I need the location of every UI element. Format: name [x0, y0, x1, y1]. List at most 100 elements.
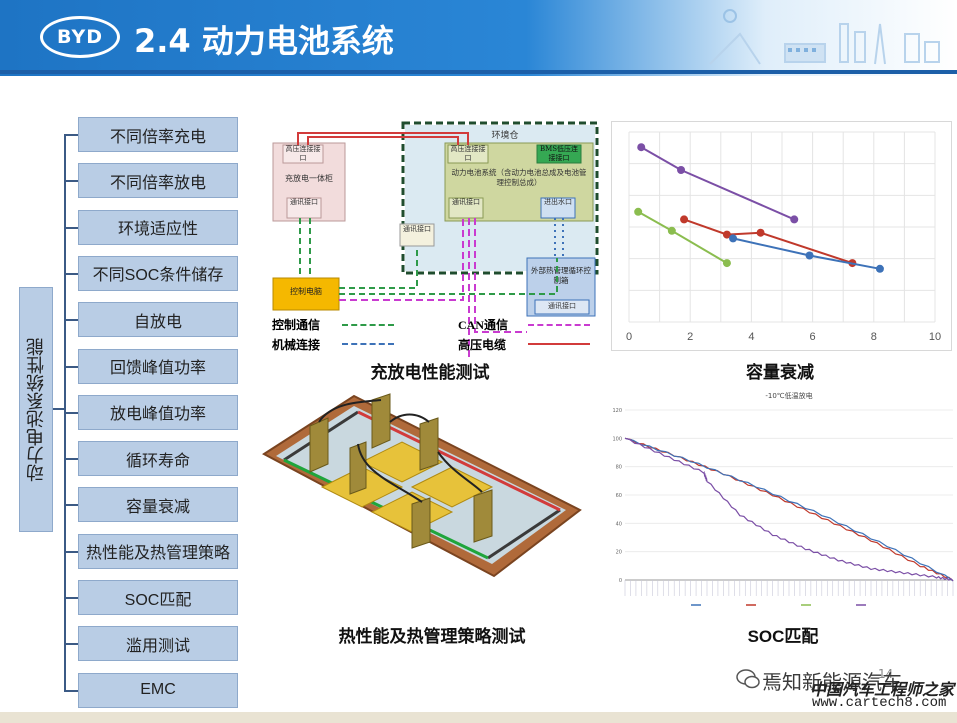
charge-discharge-diagram: 环境仓 高压连接接口 充放电一体柜 通讯接口 高压连接接口 BMS低压连接接口 … — [272, 121, 599, 358]
data-point — [875, 264, 884, 273]
legend-green-line — [342, 324, 394, 326]
page-title: 2.4 动力电池系统 — [134, 22, 394, 60]
battery-bms-port: BMS低压连接接口 — [539, 145, 579, 162]
watermark-cn: 中国汽车工程师之家 — [810, 682, 955, 699]
thermal-test-image — [262, 393, 582, 578]
tree-branch — [64, 319, 78, 322]
byd-logo: BYD — [40, 16, 120, 58]
battery-water-port: 进出水口 — [544, 198, 572, 206]
legend-blue-line — [342, 343, 394, 345]
series-line — [624, 437, 954, 582]
control-computer-label: 控制电脑 — [290, 287, 322, 296]
thermal-caption: 热性能及热管理策略测试 — [338, 627, 526, 646]
tree-branch — [64, 411, 78, 414]
diagram-legend: 控制通信 CAN通信 机械连接 高压电缆 — [272, 316, 602, 352]
charger-hv-port: 高压连接接口 — [285, 145, 321, 162]
legend-hv-cable: 高压电缆 — [458, 338, 507, 352]
tree-root-connector — [53, 408, 65, 410]
y-tick-label: 100 — [612, 436, 622, 442]
data-point — [756, 228, 765, 237]
y-tick-label: 40 — [616, 521, 622, 527]
data-point — [722, 259, 731, 268]
footer-strip — [0, 712, 957, 723]
tree-item: SOC匹配 — [78, 580, 238, 615]
x-tick-label: 2 — [687, 331, 693, 343]
x-tick-label: 0 — [626, 331, 632, 343]
soc-caption: SOC匹配 — [747, 627, 819, 646]
battery-comm-port: 通讯接口 — [452, 198, 480, 206]
tree-branch — [64, 365, 78, 368]
tree-branch — [64, 226, 78, 229]
tree-item: 不同倍率放电 — [78, 163, 238, 199]
y-tick-label: 20 — [616, 550, 622, 556]
x-tick-label: 6 — [810, 331, 816, 343]
y-tick-label: 60 — [616, 493, 622, 499]
tree-item: 容量衰减 — [78, 487, 238, 523]
header-divider — [0, 70, 957, 74]
watermark-text: 焉知新能源汽车 — [762, 672, 902, 694]
page-number: 14 — [878, 667, 894, 681]
environment-chamber-border — [401, 121, 599, 275]
tree-item: 循环寿命 — [78, 441, 238, 477]
x-tick-label: 8 — [871, 331, 877, 343]
charger-name: 充放电一体柜 — [285, 174, 333, 183]
header-bar — [0, 0, 957, 76]
tree-item: 不同倍率充电 — [78, 117, 238, 152]
legend-mech-conn: 机械连接 — [272, 338, 321, 352]
tree-item: 热性能及热管理策略 — [78, 533, 238, 569]
capacity-fade-chart: 0 2 4 6 8 10 — [611, 121, 952, 351]
data-point — [722, 230, 731, 239]
city-illustration — [709, 9, 940, 65]
series-line — [624, 437, 954, 582]
data-point — [805, 251, 814, 260]
diagram-caption: 充放电性能测试 — [370, 363, 490, 382]
battery-hv-port: 高压连接接口 — [450, 145, 486, 162]
tree-root-node: 动力电池系统性能 — [19, 287, 53, 532]
thermal-control-label: 外部热管理循环控制箱 — [531, 266, 591, 285]
tree-item: 环境适应性 — [78, 209, 238, 245]
charger-comm-port: 通讯接口 — [290, 198, 318, 206]
watermark-site: www.cartech8.com — [812, 695, 947, 711]
data-point — [729, 234, 738, 243]
data-point — [680, 215, 689, 224]
wechat-icon — [736, 669, 760, 689]
tree-branch — [64, 643, 78, 646]
tree-branch — [64, 597, 78, 599]
thermal-comm-port: 通讯接口 — [548, 302, 576, 310]
tree-branch — [64, 504, 78, 507]
tree-branch — [64, 134, 78, 136]
tree-item: 回馈峰值功率 — [78, 348, 238, 384]
tree-item: 不同SOC条件储存 — [78, 255, 238, 291]
y-tick-label: 0 — [619, 578, 622, 584]
tree-branch — [64, 180, 78, 183]
soc-chart-title: -10℃低温放电 — [765, 391, 812, 400]
soc-matching-chart: -10℃低温放电 0 20 40 60 80 100 120 — [611, 390, 957, 615]
legend-can-comm: CAN通信 — [458, 318, 508, 332]
x-tick-label: 4 — [748, 331, 754, 343]
tree-branch — [64, 458, 78, 461]
y-tick-label: 120 — [612, 408, 622, 414]
data-point — [667, 226, 676, 235]
data-point — [790, 215, 799, 224]
series-line — [624, 437, 954, 582]
legend-control-comm: 控制通信 — [272, 318, 321, 332]
tree-branch — [64, 550, 78, 553]
battery-system-name: 动力电池系统（含动力电池总成及电池管理控制总成） — [451, 168, 587, 187]
tree-item: 自放电 — [78, 302, 238, 338]
data-point — [637, 143, 646, 152]
environment-chamber-label: 环境仓 — [491, 129, 518, 141]
data-point — [634, 207, 643, 216]
capacity-caption: 容量衰减 — [746, 363, 814, 382]
y-tick-label: 80 — [616, 465, 622, 471]
tree-item: 放电峰值功率 — [78, 394, 238, 430]
x-tick-label: 10 — [929, 331, 941, 343]
legend-magenta-line — [528, 324, 590, 326]
tree-branch — [64, 272, 78, 275]
tree-item: EMC — [78, 672, 238, 708]
external-comm-port: 通讯接口 — [403, 225, 431, 233]
legend-red-line — [528, 343, 590, 345]
tree-item: 滥用测试 — [78, 626, 238, 662]
data-point — [677, 166, 686, 174]
series-line — [683, 218, 853, 265]
series-line — [640, 146, 795, 221]
